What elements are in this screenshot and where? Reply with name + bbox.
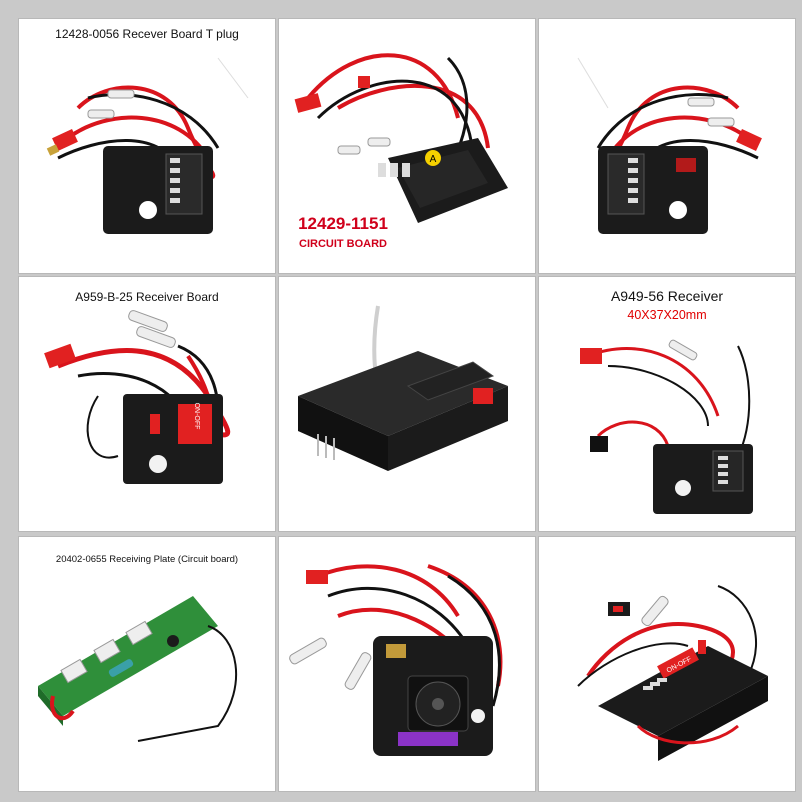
panel-6-a949-receiver: A949-56 Receiver 40X37X20mm bbox=[538, 276, 796, 532]
panel-4-on-off-label: ON-OFF bbox=[193, 403, 200, 430]
panel-4-illustration: ON-OFF bbox=[44, 310, 231, 484]
panel-3-illustration bbox=[577, 57, 762, 234]
panel-2-illustration: A bbox=[294, 53, 508, 223]
panel-9-board-on-off: ON-OFF bbox=[538, 536, 796, 792]
panel-8-board-with-fan bbox=[278, 536, 536, 792]
panel-5-illustration bbox=[298, 305, 508, 471]
panel-2-model-number: 12429-1151 bbox=[298, 214, 388, 233]
panel-6-dimensions: 40X37X20mm bbox=[627, 308, 707, 322]
panel-2-circuit-board: A 12429-1151 CIRCUIT BOARD bbox=[278, 18, 536, 274]
panel-4-caption: A959-B-25 Receiver Board bbox=[75, 290, 219, 304]
panel-8-illustration bbox=[289, 564, 503, 756]
panel-9-illustration: ON-OFF bbox=[577, 585, 768, 761]
panel-4-a959-receiver-board: ON-OFF A959-B-25 Receiver Board bbox=[18, 276, 276, 532]
panel-3-receiver-board-mirror bbox=[538, 18, 796, 274]
panel-5-receiver-case bbox=[278, 276, 536, 532]
panel-7-caption: 20402-0655 Receiving Plate (Circuit boar… bbox=[55, 554, 239, 565]
panel-6-caption: A949-56 Receiver bbox=[610, 288, 724, 304]
panel-7-receiving-plate: 20402-0655 Receiving Plate (Circuit boar… bbox=[18, 536, 276, 792]
panel-7-illustration bbox=[38, 596, 238, 742]
panel-6-illustration bbox=[580, 339, 753, 514]
panel-1-caption: 12428-0056 Recever Board T plug bbox=[55, 27, 239, 41]
panel-2-subtitle: CIRCUIT BOARD bbox=[299, 238, 387, 250]
panel-2-a-badge: A bbox=[430, 154, 437, 165]
panel-1-receiver-board-t-plug: 12428-0056 Recever Board T plug bbox=[18, 18, 276, 274]
panel-1-illustration bbox=[46, 57, 249, 234]
